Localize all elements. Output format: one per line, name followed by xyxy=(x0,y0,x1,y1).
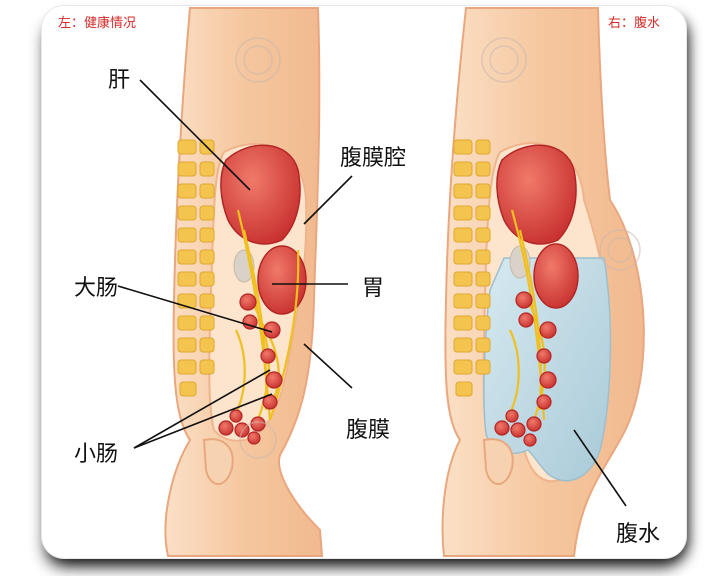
right-intestines xyxy=(494,291,557,447)
label-ascites: 腹水 xyxy=(616,522,661,547)
label-small-intestine: 小肠 xyxy=(74,442,119,467)
label-liver: 肝 xyxy=(108,68,131,93)
right-spine xyxy=(453,139,491,397)
leader-peritoneal-cavity xyxy=(303,175,353,225)
leader-large-intestine xyxy=(117,285,273,333)
label-large-intestine: 大肠 xyxy=(74,276,119,301)
right-caption: 右：腹水 xyxy=(608,16,661,31)
right-pelvic-notch xyxy=(482,438,514,485)
right-body-ascites xyxy=(441,7,645,557)
leader-ascites xyxy=(573,429,627,507)
left-stomach xyxy=(257,245,307,315)
leader-small-intestine-2 xyxy=(133,393,273,449)
left-body-healthy xyxy=(164,7,324,557)
left-pelvic-notch xyxy=(202,438,234,485)
leader-lines xyxy=(117,79,627,507)
left-intestines xyxy=(218,293,283,445)
watermark-seal-icon xyxy=(235,37,641,459)
leader-liver xyxy=(139,79,251,191)
label-peritoneal-cavity: 腹膜腔 xyxy=(340,146,407,171)
right-liver xyxy=(496,144,577,245)
leader-peritoneum xyxy=(303,343,353,389)
left-caption: 左：健康情况 xyxy=(58,16,137,31)
label-peritoneum: 腹膜 xyxy=(346,418,391,443)
label-stomach: 胃 xyxy=(362,276,385,301)
right-stomach xyxy=(533,243,579,309)
left-spine xyxy=(177,139,215,397)
leader-small-intestine-1 xyxy=(133,369,271,449)
